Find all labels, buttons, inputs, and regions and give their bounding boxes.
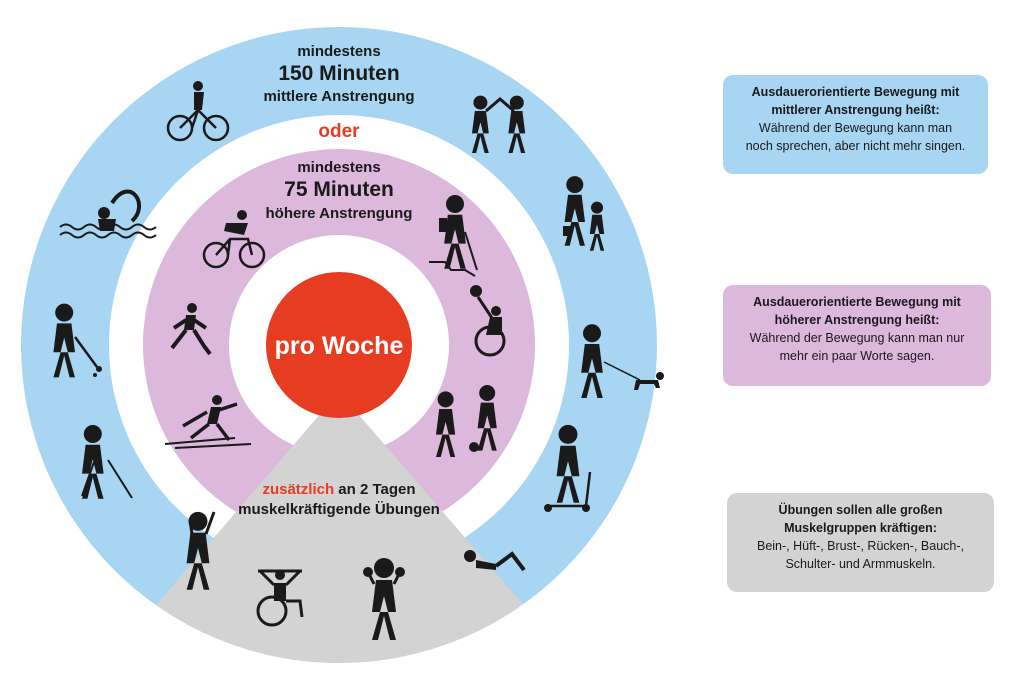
moderate-title-line2: mittlerer Anstrengung heißt:: [771, 103, 940, 117]
outer-line2: 150 Minuten: [278, 62, 399, 85]
strength-line1-rest: an 2 Tagen: [334, 481, 415, 498]
climber-icon: [186, 511, 216, 590]
inner-line2: 75 Minuten: [284, 178, 394, 201]
scooter-icon: [544, 424, 592, 512]
strength-box: Übungen sollen alle großen Muskelgruppen…: [727, 493, 994, 592]
dumbbell-icon: [363, 558, 405, 640]
moderate-body-line1: Während der Bewegung kann man: [758, 121, 953, 135]
dancing-couple-icon: [472, 95, 526, 153]
strength-body-line1: Bein-, Hüft-, Brust-, Rücken-, Bauch-,: [756, 539, 964, 553]
oder-label: oder: [318, 121, 360, 142]
vigorous-body-line1: Während der Bewegung kann man nur: [749, 331, 965, 345]
vigorous-title-line2: höherer Anstrengung heißt:: [774, 313, 940, 327]
vigorous-title-line1: Ausdauerorientierte Bewegung mit: [753, 295, 961, 309]
center-label: pro Woche: [275, 332, 404, 360]
strength-line2: muskelkräftigende Übungen: [238, 501, 440, 518]
swimmer-icon: [59, 189, 157, 239]
strength-accent: zusätzlich: [262, 481, 334, 498]
activity-diagram: mindestens 150 Minuten mittlere Anstreng…: [21, 27, 664, 663]
strength-line1: zusätzlich an 2 Tagen: [262, 481, 415, 498]
strength-title-line2: Muskelgruppen kräftigen:: [784, 521, 937, 535]
moderate-body-line2: noch sprechen, aber nicht mehr singen.: [745, 139, 966, 153]
sweeping-icon: [53, 303, 102, 378]
outer-line1: mindestens: [297, 43, 380, 60]
walking-parent-child-icon: [563, 176, 605, 251]
moderate-intensity-box: Ausdauerorientierte Bewegung mit mittler…: [723, 75, 988, 174]
strength-triangle: [90, 392, 590, 663]
inner-line3: höhere Anstrengung: [266, 205, 413, 222]
outer-line3: mittlere Anstrengung: [263, 88, 414, 105]
runner-icon: [170, 303, 212, 356]
strength-body-line2: Schulter- und Armmuskeln.: [785, 557, 936, 571]
cyclist-icon: [166, 81, 230, 142]
center-circle: [266, 272, 412, 418]
vigorous-intensity-box: Ausdauerorientierte Bewegung mit höherer…: [723, 285, 991, 386]
nordic-walker-icon: [81, 425, 133, 499]
hiker-icon: [429, 195, 478, 277]
inner-line1: mindestens: [297, 159, 380, 176]
dog-walker-icon: [581, 324, 664, 398]
strength-title-line1: Übungen sollen alle großen: [778, 503, 943, 517]
situp-icon: [464, 550, 526, 572]
vigorous-body-line2: mehr ein paar Worte sagen.: [779, 349, 935, 363]
cross-country-ski-icon: [164, 395, 252, 449]
road-cyclist-icon: [202, 210, 266, 269]
moderate-title-line1: Ausdauerorientierte Bewegung mit: [751, 85, 960, 99]
wheelchair-exercise-icon: [256, 569, 304, 627]
soccer-players-icon: [436, 385, 497, 457]
wheelchair-ball-icon: [470, 285, 506, 357]
